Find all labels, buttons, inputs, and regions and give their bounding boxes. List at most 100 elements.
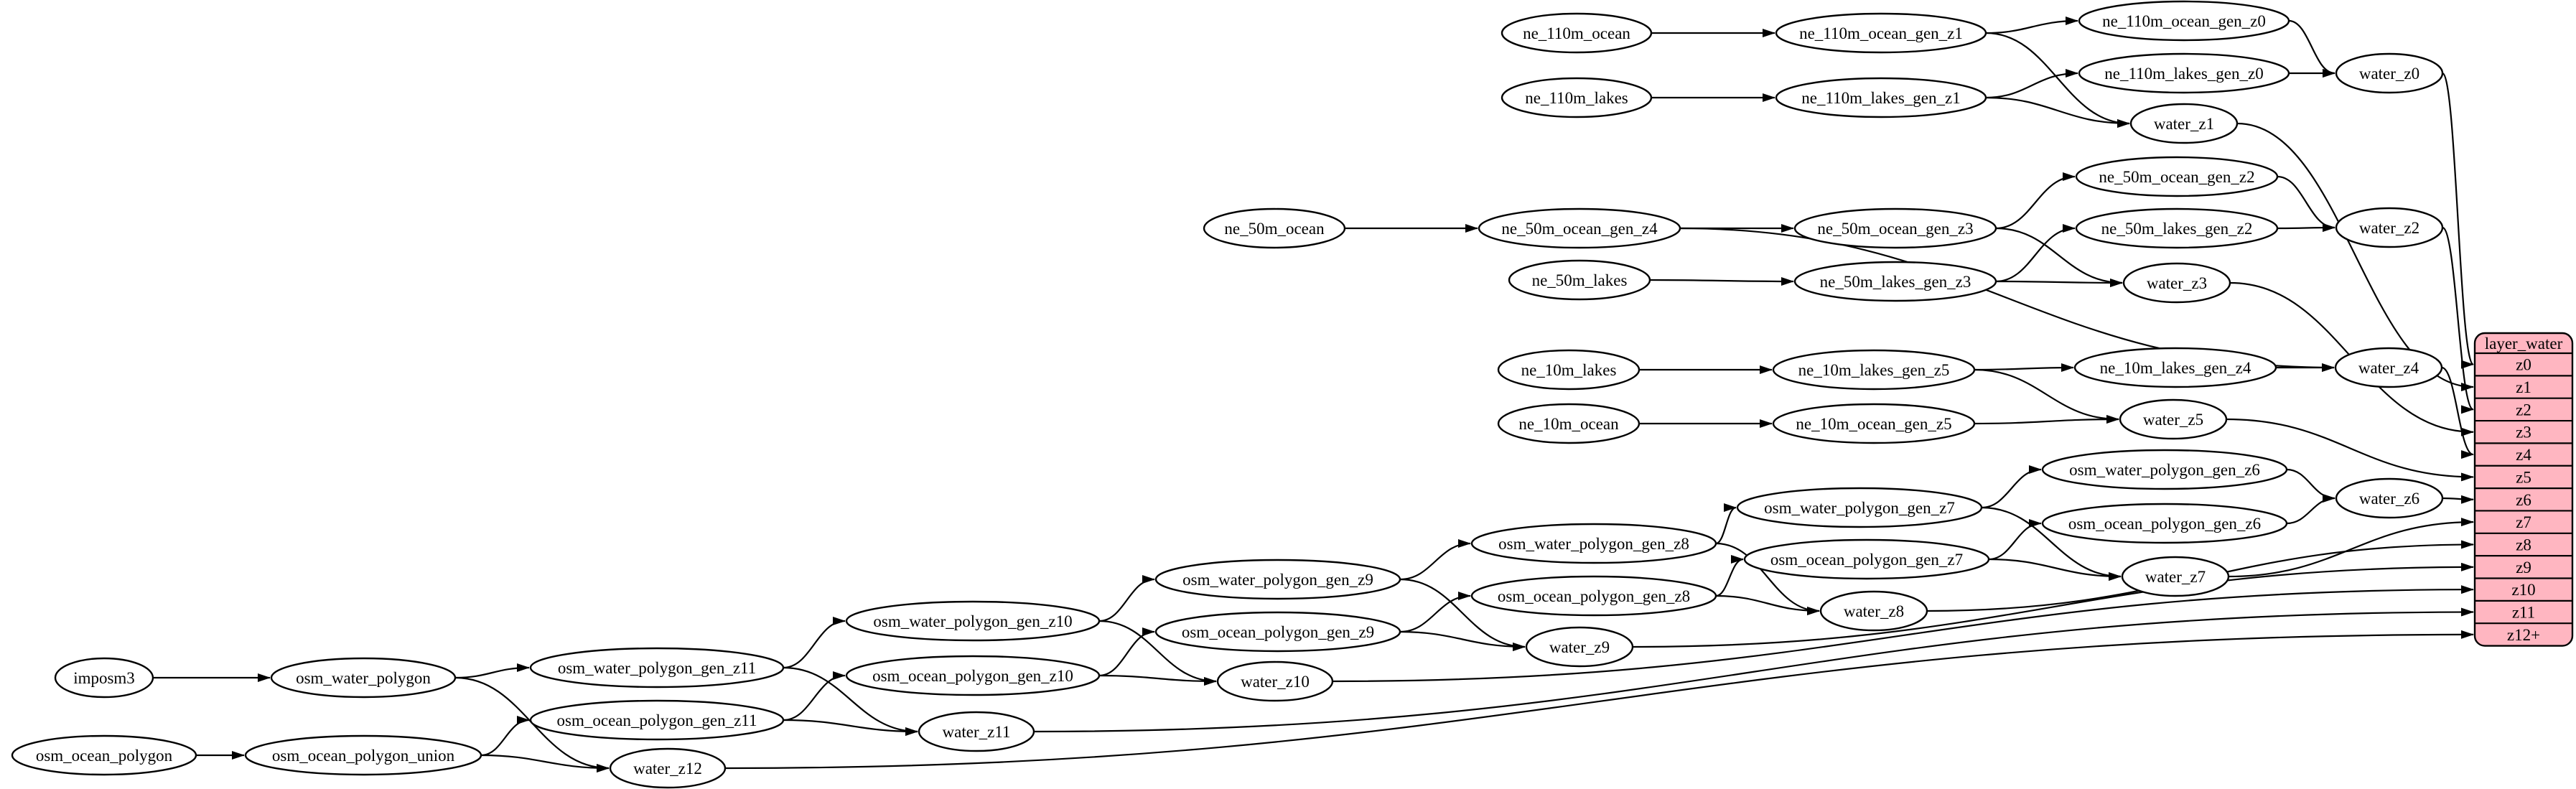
node-label-ne_50m_ocean_gen_z4: ne_50m_ocean_gen_z4: [1501, 220, 1658, 238]
edge-ne_50m_lakes_gen_z3->ne_50m_lakes_gen_z2: [1995, 224, 2076, 283]
edge-osm_water_polygon_gen_z7->water_z7: [1981, 506, 2122, 581]
edge-osm_water_polygon_gen_z10->osm_water_polygon_gen_z9: [1098, 575, 1155, 622]
node-ne_50m_lakes_gen_z2: [2075, 207, 2279, 249]
node-ne_110m_lakes_gen_z0: [2078, 52, 2290, 94]
table-row-z6: z6: [2516, 491, 2531, 509]
table-row-z2: z2: [2516, 401, 2531, 419]
node-water_z3: [2122, 262, 2231, 304]
node-ne_50m_lakes: [1508, 259, 1651, 301]
node-osm_water_polygon_gen_z11: [529, 647, 785, 688]
edge-osm_ocean_polygon_gen_z9->water_z9: [1399, 630, 1526, 651]
edge-osm_ocean_polygon_gen_z9->osm_ocean_polygon_gen_z8: [1399, 592, 1471, 633]
node-label-ne_50m_ocean: ne_50m_ocean: [1224, 220, 1325, 238]
node-label-osm_water_polygon_gen_z8: osm_water_polygon_gen_z8: [1498, 535, 1689, 553]
edge-osm_ocean_polygon_gen_z11->water_z11: [783, 719, 918, 736]
edge-osm_ocean_polygon_union->osm_ocean_polygon_gen_z11: [480, 716, 530, 757]
node-label-ne_110m_ocean_gen_z1: ne_110m_ocean_gen_z1: [1799, 24, 1963, 42]
node-ne_50m_ocean: [1203, 207, 1346, 249]
node-water_z2: [2335, 207, 2444, 248]
layer-water-table: layer_waterz0z1z2z3z4z5z6z7z8z9z10z11z12…: [2473, 332, 2574, 647]
node-osm_water_polygon_gen_z6: [2041, 449, 2288, 490]
node-water_z0: [2335, 52, 2444, 94]
node-ne_50m_ocean_gen_z2: [2075, 156, 2279, 197]
edge-water_z0->layer_water:z0: [2441, 72, 2475, 369]
edge-osm_water_polygon_gen_z6->water_z6: [2286, 468, 2335, 503]
node-osm_ocean_polygon_gen_z6: [2041, 503, 2288, 544]
table-row-z0: z0: [2516, 356, 2531, 374]
edge-osm_ocean_polygon_gen_z7->osm_ocean_polygon_gen_z6: [1988, 519, 2042, 561]
table-row-z5: z5: [2516, 468, 2531, 486]
node-water_z6: [2335, 477, 2444, 519]
node-water_z11: [918, 711, 1035, 752]
node-ne_10m_lakes_gen_z5: [1772, 349, 1976, 391]
node-water_z4: [2334, 347, 2443, 388]
node-label-ne_10m_lakes_gen_z4: ne_10m_lakes_gen_z4: [2100, 359, 2251, 377]
node-osm_water_polygon_gen_z8: [1470, 523, 1717, 564]
node-label-ne_10m_ocean: ne_10m_ocean: [1518, 415, 1619, 433]
node-label-ne_10m_lakes: ne_10m_lakes: [1521, 361, 1617, 379]
node-osm_ocean_polygon_union: [244, 734, 482, 776]
edge-water_z12->layer_water:z12+: [724, 630, 2474, 770]
edge-osm_water_polygon_gen_z11->osm_water_polygon_gen_z10: [783, 617, 846, 669]
node-label-water_z10: water_z10: [1241, 673, 1310, 691]
edge-ne_50m_ocean_gen_z3->water_z3: [1995, 227, 2123, 287]
node-label-ne_10m_ocean_gen_z5: ne_10m_ocean_gen_z5: [1796, 415, 1951, 433]
edge-osm_water_polygon_gen_z9->water_z9: [1399, 578, 1526, 651]
edge-osm_ocean_polygon_gen_z8->water_z8: [1715, 594, 1820, 615]
node-osm_ocean_polygon_gen_z11: [529, 699, 785, 741]
edge-water_z9->layer_water:z9: [1632, 562, 2474, 648]
node-label-osm_ocean_polygon_union: osm_ocean_polygon_union: [272, 747, 455, 765]
node-osm_water_polygon: [270, 657, 457, 699]
edge-ne_50m_lakes_gen_z3->water_z3: [1995, 278, 2123, 287]
edge-water_z10->layer_water:z10: [1332, 585, 2474, 683]
node-label-osm_water_polygon_gen_z11: osm_water_polygon_gen_z11: [558, 659, 756, 677]
node-label-ne_110m_ocean_gen_z0: ne_110m_ocean_gen_z0: [2102, 12, 2266, 30]
edge-osm_ocean_polygon_gen_z11->osm_ocean_polygon_gen_z10: [783, 671, 846, 722]
edge-ne_50m_ocean_gen_z3->ne_50m_ocean_gen_z2: [1995, 172, 2076, 230]
edge-osm_ocean_polygon_gen_z8->osm_ocean_polygon_gen_z7: [1715, 555, 1744, 597]
table-row-z8: z8: [2516, 536, 2531, 554]
edge-ne_50m_ocean_gen_z4->water_z4: [1679, 227, 2335, 372]
node-label-osm_ocean_polygon_gen_z11: osm_ocean_polygon_gen_z11: [557, 711, 757, 729]
node-ne_10m_lakes_gen_z4: [2073, 347, 2277, 388]
edge-osm_water_polygon_gen_z10->water_z10: [1098, 620, 1217, 686]
edge-osm_ocean_polygon_gen_z10->water_z10: [1098, 674, 1217, 686]
node-label-ne_110m_lakes_gen_z0: ne_110m_lakes_gen_z0: [2104, 65, 2263, 83]
table-row-z10: z10: [2511, 581, 2535, 599]
node-label-ne_50m_lakes: ne_50m_lakes: [1532, 271, 1628, 289]
edge-ne_50m_lakes->ne_50m_lakes_gen_z3: [1649, 276, 1794, 286]
node-label-osm_water_polygon_gen_z9: osm_water_polygon_gen_z9: [1182, 571, 1373, 589]
node-ne_10m_ocean: [1497, 403, 1641, 444]
node-label-ne_50m_lakes_gen_z2: ne_50m_lakes_gen_z2: [2101, 220, 2253, 238]
table-row-z3: z3: [2516, 424, 2531, 442]
node-label-water_z0: water_z0: [2359, 65, 2419, 83]
node-osm_ocean_polygon_gen_z10: [845, 655, 1101, 696]
node-label-ne_110m_lakes: ne_110m_lakes: [1525, 89, 1628, 107]
node-label-water_z6: water_z6: [2359, 490, 2419, 508]
node-label-ne_10m_lakes_gen_z5: ne_10m_lakes_gen_z5: [1798, 361, 1950, 379]
table-row-z11: z11: [2512, 604, 2535, 622]
edge-water_z1->layer_water:z1: [2236, 122, 2474, 391]
node-ne_50m_ocean_gen_z4: [1478, 207, 1681, 249]
edge-ne_10m_lakes_gen_z5->water_z5: [1974, 368, 2119, 424]
node-label-osm_water_polygon_gen_z7: osm_water_polygon_gen_z7: [1764, 499, 1955, 517]
edge-osm_water_polygon->osm_water_polygon_gen_z11: [454, 663, 530, 679]
edge-water_z11->layer_water:z11: [1033, 607, 2474, 733]
node-label-osm_water_polygon_gen_z6: osm_water_polygon_gen_z6: [2069, 461, 2260, 479]
table-row-z9: z9: [2516, 559, 2531, 576]
node-label-water_z3: water_z3: [2147, 274, 2207, 292]
node-label-water_z11: water_z11: [943, 723, 1011, 741]
edge-ne_10m_ocean_gen_z5->water_z5: [1974, 415, 2119, 425]
edge-water_z6->layer_water:z6: [2442, 495, 2474, 504]
node-label-osm_water_polygon: osm_water_polygon: [296, 669, 431, 687]
node-ne_50m_ocean_gen_z3: [1793, 207, 1997, 249]
table-row-z12+: z12+: [2507, 626, 2540, 644]
edge-osm_water_polygon_gen_z11->water_z11: [783, 666, 918, 736]
edge-ne_110m_lakes_gen_z1->water_z1: [1985, 96, 2130, 128]
node-label-water_z2: water_z2: [2359, 219, 2419, 237]
node-ne_110m_ocean_gen_z0: [2078, 0, 2290, 42]
node-label-osm_ocean_polygon: osm_ocean_polygon: [36, 747, 173, 765]
edge-osm_water_polygon_gen_z8->osm_water_polygon_gen_z7: [1715, 503, 1737, 545]
